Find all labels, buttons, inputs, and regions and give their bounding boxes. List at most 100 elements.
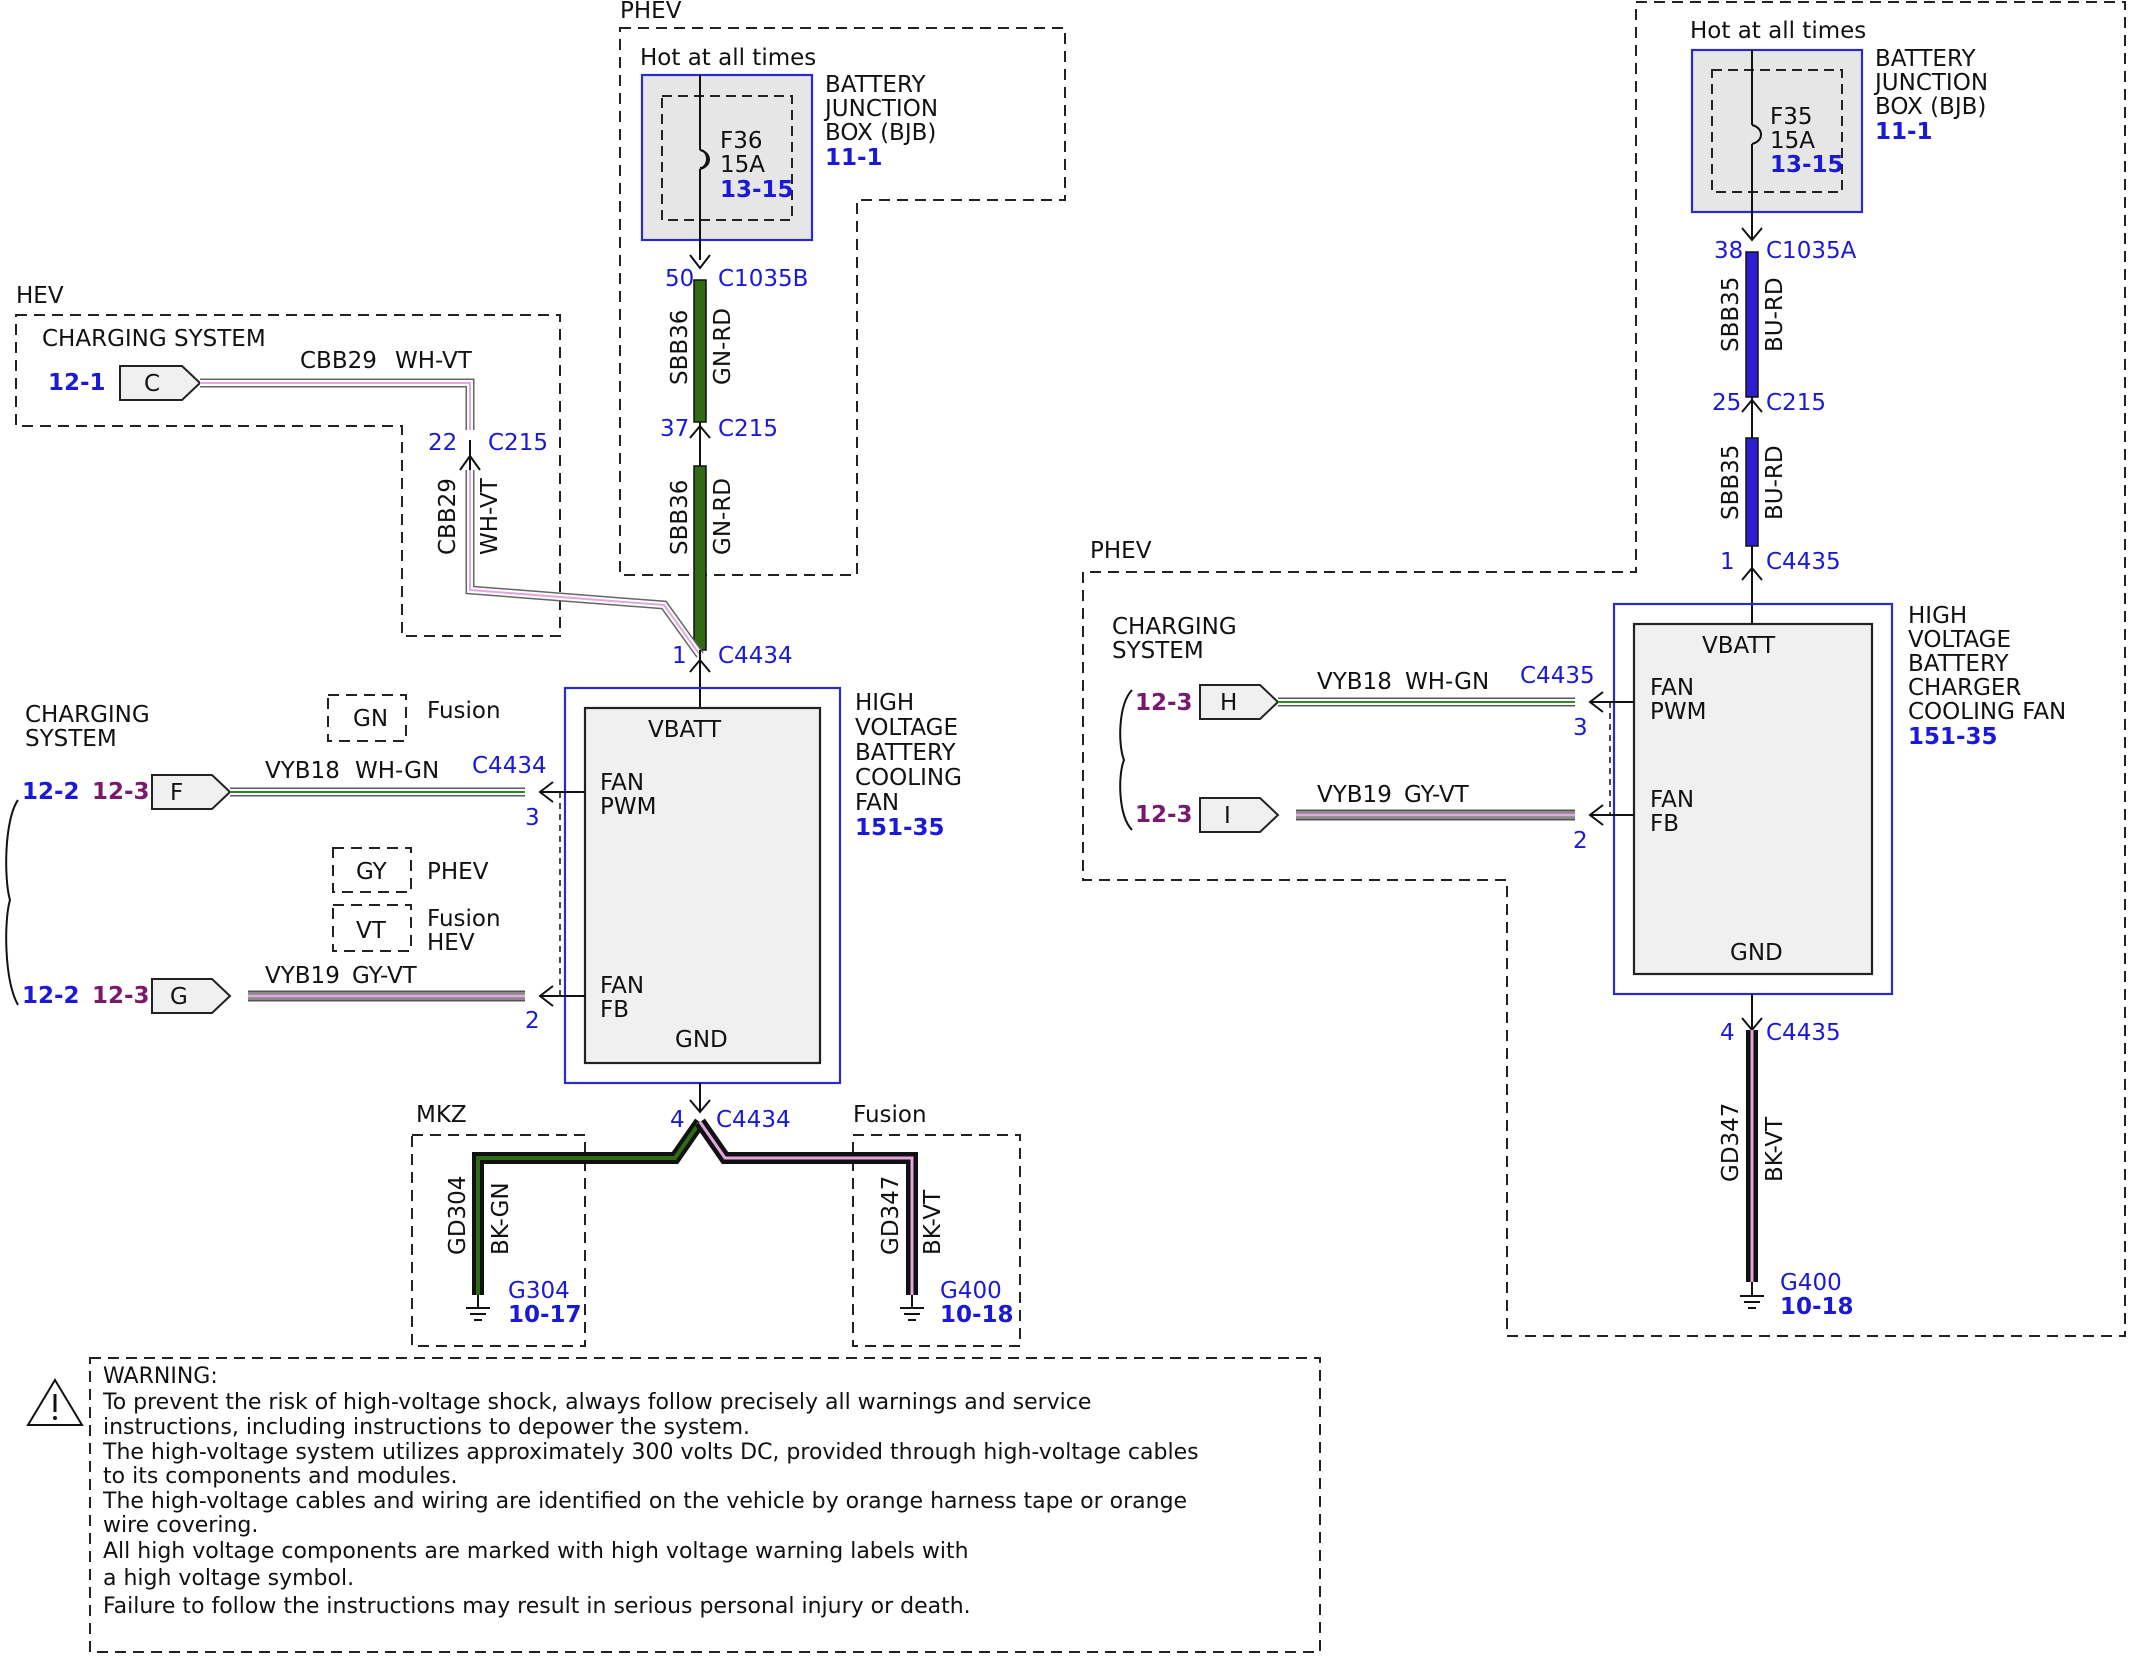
mkz-label: MKZ xyxy=(416,1102,467,1128)
c4434-gnd-name: C4434 xyxy=(716,1107,791,1133)
ref-12-2-g: 12-2 xyxy=(22,983,80,1009)
bjb-inner-left xyxy=(661,95,793,221)
gd304-color: BK-GN xyxy=(488,1182,514,1255)
charging-system-2-line2: SYSTEM xyxy=(25,726,117,752)
c4434-pwm-name: C4434 xyxy=(472,753,547,779)
fuse-ref-left: 13-15 xyxy=(720,177,794,203)
ref-12-2-f: 12-2 xyxy=(22,779,80,805)
connector-f xyxy=(151,774,232,810)
fuse-ref-right: 13-15 xyxy=(1770,152,1844,178)
c215-name-left: C215 xyxy=(718,416,778,442)
c4435-pwm-pin: 3 xyxy=(1573,715,1588,741)
bjb-line3-right: BOX (BJB) xyxy=(1875,94,1986,120)
bjb-line1-right: BATTERY xyxy=(1875,46,1976,72)
fan-title1-left: HIGH xyxy=(855,690,914,716)
option-gn-label: Fusion xyxy=(427,698,501,724)
wire-sbb36-top xyxy=(693,279,707,423)
c4435-top-pin: 1 xyxy=(1720,549,1735,575)
fusion-label: Fusion xyxy=(853,1102,927,1128)
c4435-fb-pin: 2 xyxy=(1573,828,1588,854)
vyb18-circuit-right: VYB18 xyxy=(1317,669,1392,695)
connector-i-label: I xyxy=(1224,803,1231,829)
connector-c-label: C xyxy=(144,371,160,397)
brace-right xyxy=(1119,689,1133,831)
hev-region xyxy=(15,314,561,637)
bjb-ref-left: 11-1 xyxy=(825,145,883,171)
vyb18-circuit-left: VYB18 xyxy=(265,758,340,784)
connector-h-label: H xyxy=(1220,690,1237,716)
g400-ref-left: 10-18 xyxy=(940,1302,1014,1328)
ground-icon-g400-left xyxy=(900,1295,924,1321)
ref-12-3-h: 12-3 xyxy=(1135,690,1193,716)
fan-title1-right: HIGH xyxy=(1908,603,1967,629)
warning-line-7: All high voltage components are marked w… xyxy=(103,1539,969,1564)
ref-12-3-f: 12-3 xyxy=(92,779,150,805)
warning-line-5: The high-voltage cables and wiring are i… xyxy=(102,1489,1187,1514)
fuse-symbol-left xyxy=(699,149,710,170)
warning-line-6: wire covering. xyxy=(103,1513,258,1538)
warning-title: WARNING: xyxy=(103,1364,218,1389)
fuse-id-right: F35 xyxy=(1770,104,1813,130)
fuse-id-left: F36 xyxy=(720,128,763,154)
c215-pin-right: 25 xyxy=(1712,390,1741,416)
vyb18-color-right: WH-GN xyxy=(1405,669,1489,695)
sbb35-mid-color: BU-RD xyxy=(1762,445,1788,520)
g400-ground-right: G400 xyxy=(1780,1270,1842,1296)
c1035b-name: C1035B xyxy=(718,266,808,292)
option-gy-box xyxy=(332,847,412,893)
c4435-gnd-name: C4435 xyxy=(1766,1020,1841,1046)
fan-title4-left: COOLING xyxy=(855,765,962,791)
c4434-fb-pin: 2 xyxy=(525,1008,540,1034)
fan-pwm2-right: PWM xyxy=(1650,699,1706,725)
bjb-box-right xyxy=(1690,48,1864,214)
vyb19-circuit-left: VYB19 xyxy=(265,963,340,989)
fan-title5-right: COOLING FAN xyxy=(1908,699,2066,725)
bjb-line3-left: BOX (BJB) xyxy=(825,120,936,146)
fuse-rating-left: 15A xyxy=(720,152,765,178)
sbb35-top-circuit: SBB35 xyxy=(1718,277,1744,352)
hot-label-right: Hot at all times xyxy=(1690,18,1866,44)
g400-ref-right: 10-18 xyxy=(1780,1294,1854,1320)
c215-name-hev: C215 xyxy=(488,430,548,456)
connector-i xyxy=(1199,797,1280,833)
c4435-top-name: C4435 xyxy=(1766,549,1841,575)
cbb29-color-vert: WH-VT xyxy=(477,477,503,555)
option-vt: VT xyxy=(356,918,387,944)
ref-12-3-i: 12-3 xyxy=(1135,802,1193,828)
wire-sbb35-mid xyxy=(1745,437,1759,547)
sbb36-top-circuit: SBB36 xyxy=(667,310,693,385)
sbb35-mid-circuit: SBB35 xyxy=(1718,445,1744,520)
bjb-box-left xyxy=(640,73,814,242)
c4434-top-pin: 1 xyxy=(672,643,687,669)
fusion-region xyxy=(852,1134,1021,1347)
cbb29-circuit-vert: CBB29 xyxy=(435,478,461,555)
bjb-inner-right xyxy=(1711,69,1843,193)
gd347-color-right: BK-VT xyxy=(1762,1116,1788,1182)
fan-gnd-left: GND xyxy=(675,1027,728,1053)
bjb-line2-left: JUNCTION xyxy=(823,96,938,122)
option-vt-label1: Fusion xyxy=(427,906,501,932)
cbb29-circuit-top: CBB29 xyxy=(300,348,377,374)
c4434-gnd-pin: 4 xyxy=(670,1107,685,1133)
option-gy: GY xyxy=(356,859,388,885)
brace-left xyxy=(5,799,19,1006)
warning-line-8: a high voltage symbol. xyxy=(103,1566,354,1591)
c4435-pwm-name: C4435 xyxy=(1520,663,1595,689)
c215-pin-hev: 22 xyxy=(428,430,457,456)
option-vt-label2: HEV xyxy=(427,930,475,956)
vyb19-color-right: GY-VT xyxy=(1404,782,1470,808)
c4434-top-name: C4434 xyxy=(718,643,793,669)
option-gn: GN xyxy=(353,706,388,732)
wire-sbb35-top xyxy=(1745,251,1759,398)
c4435-gnd-pin: 4 xyxy=(1720,1020,1735,1046)
warning-line-9: Failure to follow the instructions may r… xyxy=(103,1594,971,1619)
vyb19-color-left: GY-VT xyxy=(352,963,418,989)
connector-c xyxy=(119,365,202,401)
charging-line2-right: SYSTEM xyxy=(1112,638,1204,664)
wire-gd347-left xyxy=(695,1118,918,1295)
connector-g-label: G xyxy=(170,984,188,1010)
option-gy-label: PHEV xyxy=(427,859,489,885)
gd304-circuit: GD304 xyxy=(445,1176,471,1255)
option-gn-box xyxy=(327,694,407,742)
